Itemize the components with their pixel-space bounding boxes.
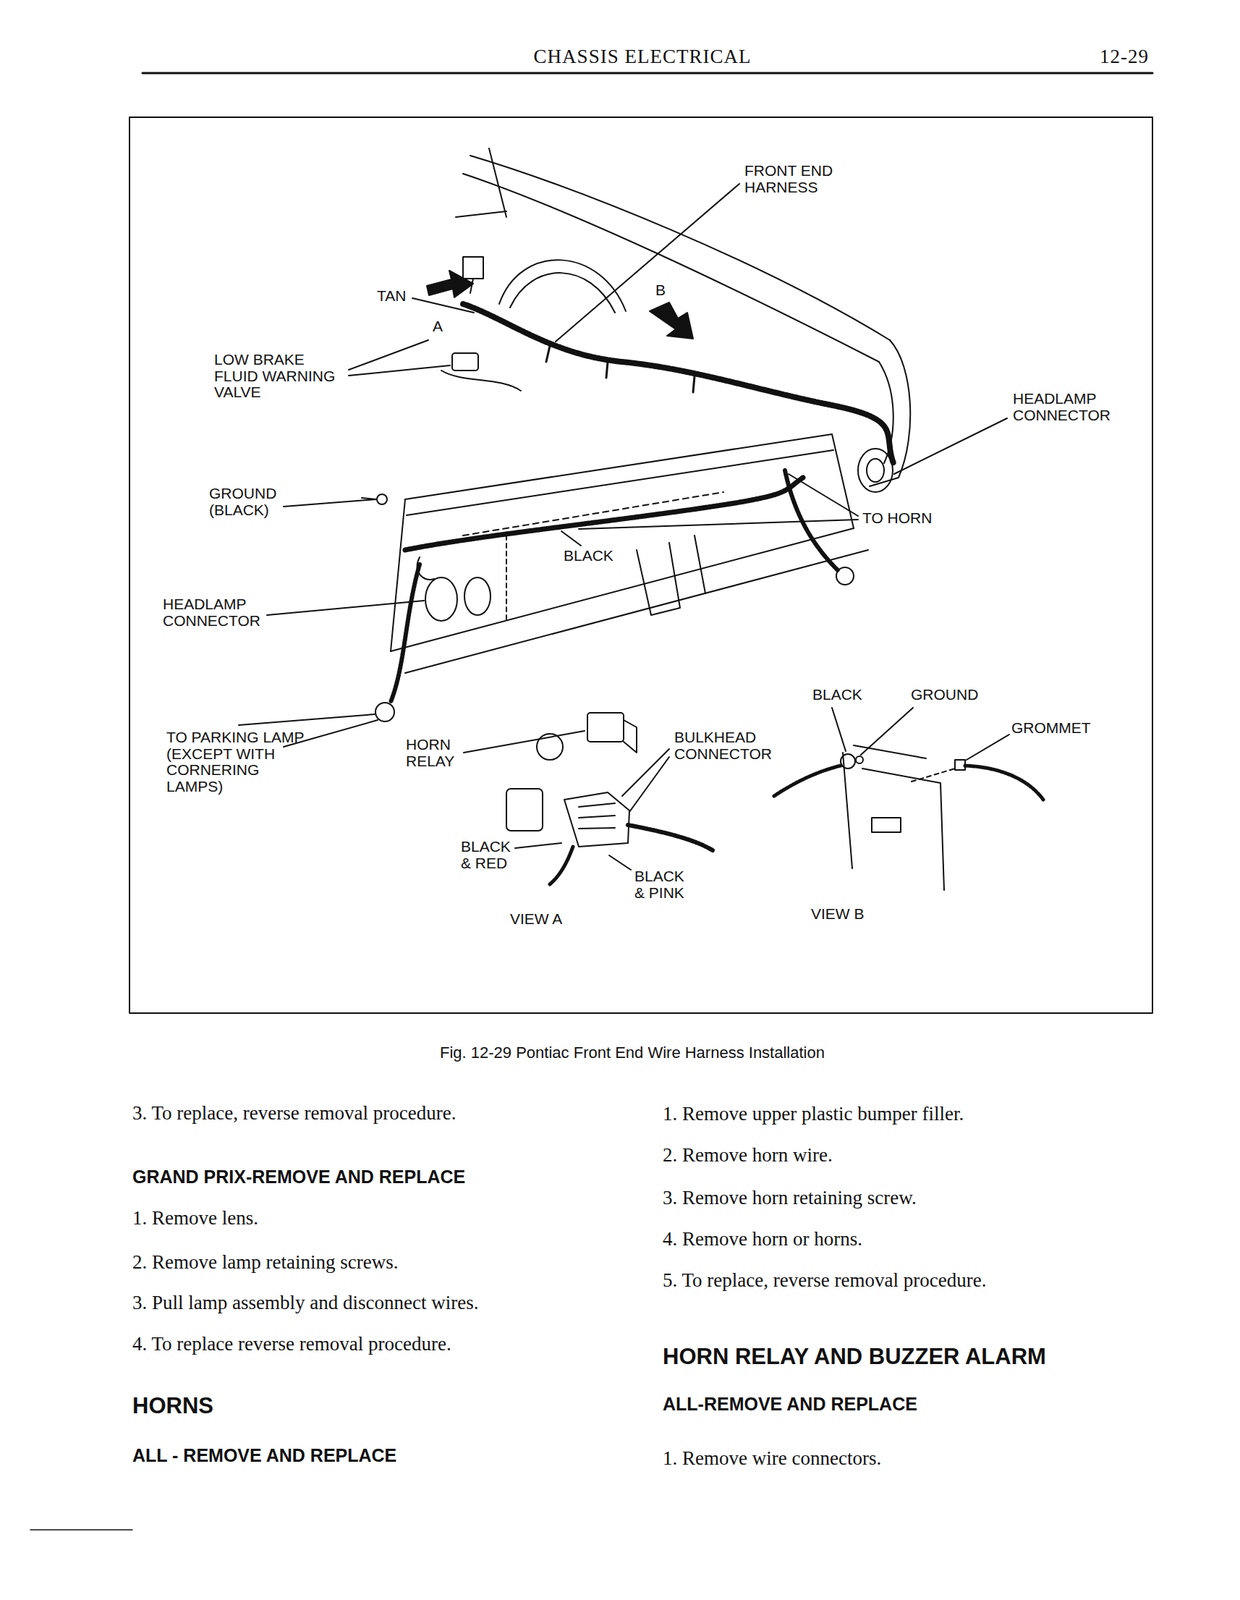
page-number: 12-29	[1099, 46, 1149, 68]
procedure-step: 5. To replace, reverse removal procedure…	[662, 1269, 987, 1291]
callout-label: TO HORN	[862, 510, 932, 527]
page-header: CHASSIS ELECTRICAL	[533, 46, 752, 68]
wire-color-label: BLACK & RED	[460, 838, 519, 872]
procedure-step: 2. Remove horn wire.	[662, 1144, 833, 1166]
figure-caption: Fig. 12-29 Pontiac Front End Wire Harnes…	[439, 1043, 825, 1062]
procedure-step: 1. Remove lens.	[132, 1207, 259, 1229]
callout-label: TO PARKING LAMP (EXCEPT WITH CORNERING L…	[166, 729, 306, 796]
procedure-step: 4. To replace reverse removal procedure.	[132, 1333, 452, 1355]
view-letter: A	[432, 318, 443, 335]
wire-color-label: BLACK	[812, 686, 863, 704]
procedure-step: 3. Pull lamp assembly and disconnect wir…	[132, 1292, 479, 1314]
procedure-step: 3. To replace, reverse removal procedure…	[132, 1102, 456, 1124]
callout-label: HEADLAMP CONNECTOR	[1012, 390, 1122, 424]
section-heading: HORN RELAY AND BUZZER ALARM	[662, 1344, 1047, 1369]
procedure-step: 1. Remove upper plastic bumper filler.	[662, 1103, 964, 1125]
callout-label: HEADLAMP CONNECTOR	[162, 596, 272, 629]
section-subheading: ALL-REMOVE AND REPLACE	[662, 1394, 918, 1414]
procedure-step: 4. Remove horn or horns.	[662, 1228, 863, 1250]
view-letter: B	[655, 282, 666, 299]
section-heading: HORNS	[132, 1393, 214, 1418]
view-name: VIEW A	[510, 910, 563, 928]
wire-color-label: TAN	[376, 287, 406, 305]
callout-label: LOW BRAKE FLUID WARNING VALVE	[214, 351, 345, 401]
procedure-step: 3. Remove horn retaining screw.	[662, 1187, 917, 1209]
section-subheading: GRAND PRIX-REMOVE AND REPLACE	[132, 1166, 466, 1187]
callout-label: GROUND (BLACK)	[209, 485, 289, 518]
callout-label: HORN RELAY	[405, 736, 464, 770]
callout-label: GROMMET	[1011, 719, 1091, 737]
wire-color-label: BLACK	[563, 547, 614, 565]
section-subheading: ALL - REMOVE AND REPLACE	[132, 1445, 397, 1465]
callout-label: GROUND	[910, 686, 979, 704]
procedure-step: 2. Remove lamp retaining screws.	[132, 1251, 398, 1273]
wire-color-label: BLACK & PINK	[634, 868, 693, 901]
callout-label: BULKHEAD CONNECTOR	[674, 729, 783, 762]
procedure-step: 1. Remove wire connectors.	[662, 1447, 882, 1469]
callout-label: FRONT END HARNESS	[744, 162, 853, 196]
view-name: VIEW B	[810, 905, 865, 923]
